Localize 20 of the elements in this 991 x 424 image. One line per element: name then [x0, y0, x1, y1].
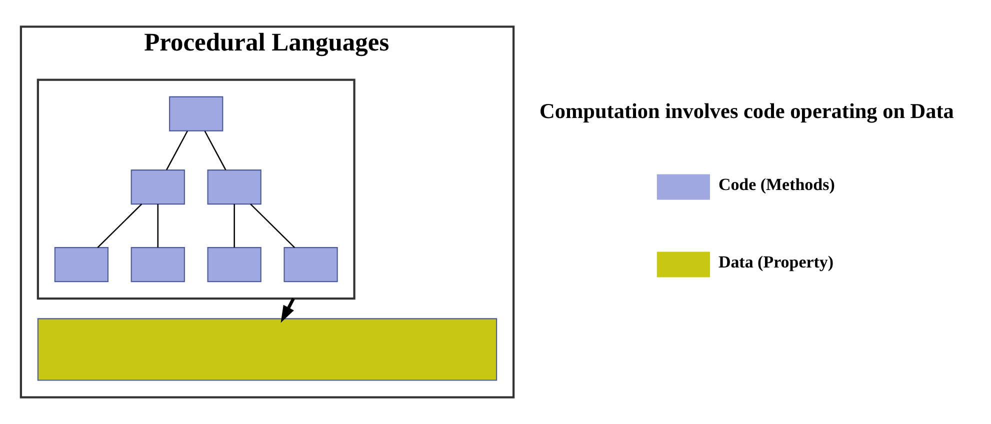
node-box — [130, 170, 185, 205]
label: Computation involves code operating on Data — [540, 99, 954, 124]
connector — [234, 204, 235, 248]
connector — [97, 204, 142, 248]
connector — [157, 204, 159, 248]
node-box — [207, 247, 262, 282]
legend-label: Code (Methods) — [718, 175, 835, 194]
cluster: Procedural Languages — [20, 26, 515, 398]
node-box — [130, 247, 185, 282]
arrow — [280, 298, 295, 323]
connector — [250, 204, 296, 248]
node-box — [54, 247, 109, 282]
cluster — [36, 78, 356, 300]
connector — [166, 130, 188, 170]
connector — [204, 130, 226, 170]
node-box — [207, 170, 262, 205]
node-bar — [37, 318, 498, 381]
node-box — [169, 96, 224, 132]
legend-label: Data (Property) — [718, 252, 834, 272]
node-box — [284, 247, 338, 282]
